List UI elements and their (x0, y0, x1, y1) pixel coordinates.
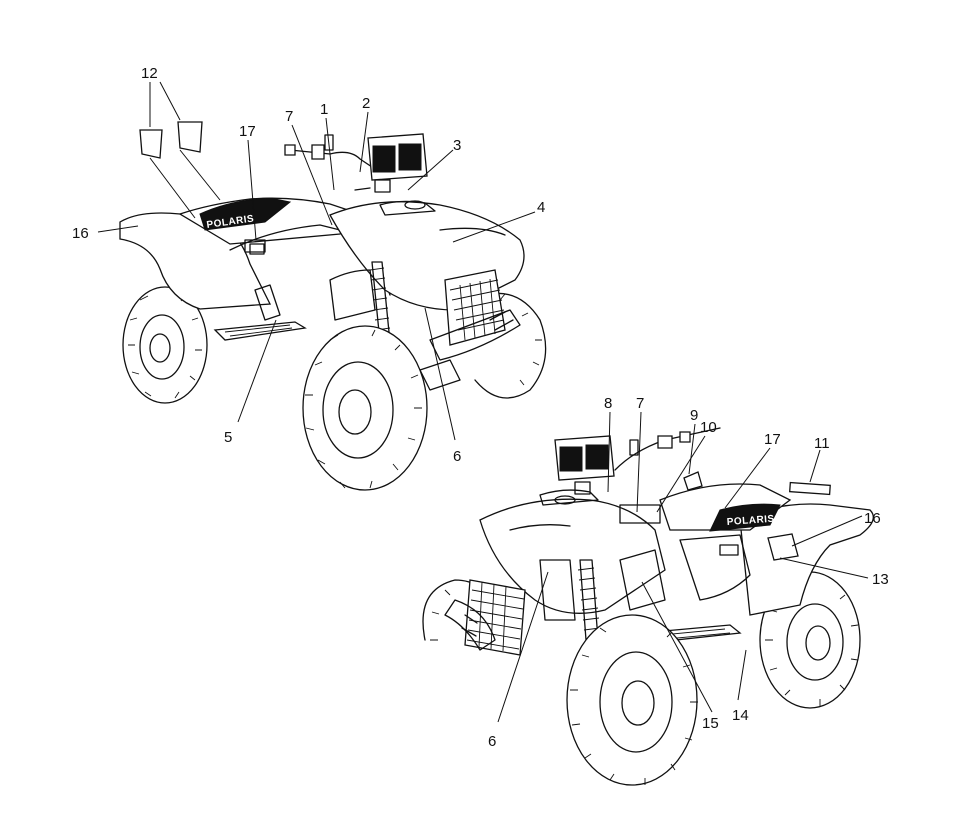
callout-16-upper: 16 (72, 225, 89, 242)
callout-7-upper: 7 (285, 108, 293, 125)
callout-11: 11 (814, 435, 830, 452)
callout-6-upper: 6 (453, 448, 461, 465)
callout-9: 9 (690, 407, 698, 424)
callout-6-lower: 6 (488, 733, 496, 750)
callout-12: 12 (141, 65, 158, 82)
callout-5: 5 (224, 429, 232, 446)
callout-13: 13 (872, 571, 889, 588)
callout-8: 8 (604, 395, 612, 412)
callout-15: 15 (702, 715, 719, 732)
brand-logo-right: POLARIS (726, 514, 775, 528)
front-left-wheel (302, 325, 428, 491)
callout-17-upper: 17 (239, 123, 256, 140)
callout-17-lower: 17 (764, 431, 781, 448)
front-right-wheel (566, 614, 698, 786)
decal-9-piece (683, 471, 703, 491)
callout-7-lower: 7 (636, 395, 644, 412)
callout-2: 2 (362, 95, 370, 112)
callout-14: 14 (732, 707, 749, 724)
atv-front-right-view: POLARIS (422, 427, 874, 786)
callout-16-lower: 16 (864, 510, 881, 527)
callout-1: 1 (320, 101, 328, 118)
decal-16-right-piece (767, 533, 799, 561)
callout-10: 10 (700, 419, 717, 436)
rear-left-wheel (122, 286, 208, 404)
callout-4: 4 (537, 199, 545, 216)
decal-11-piece (789, 481, 831, 496)
callout-3: 3 (453, 137, 461, 154)
atv-front-left-view: POLARIS (119, 133, 547, 491)
leader-lines (97, 81, 869, 723)
decal-12-left-piece (139, 129, 163, 159)
callout-labels: 12 17 7 1 2 3 4 16 5 6 8 7 9 10 17 11 16… (72, 65, 889, 750)
decal-12-right-piece (177, 121, 203, 153)
